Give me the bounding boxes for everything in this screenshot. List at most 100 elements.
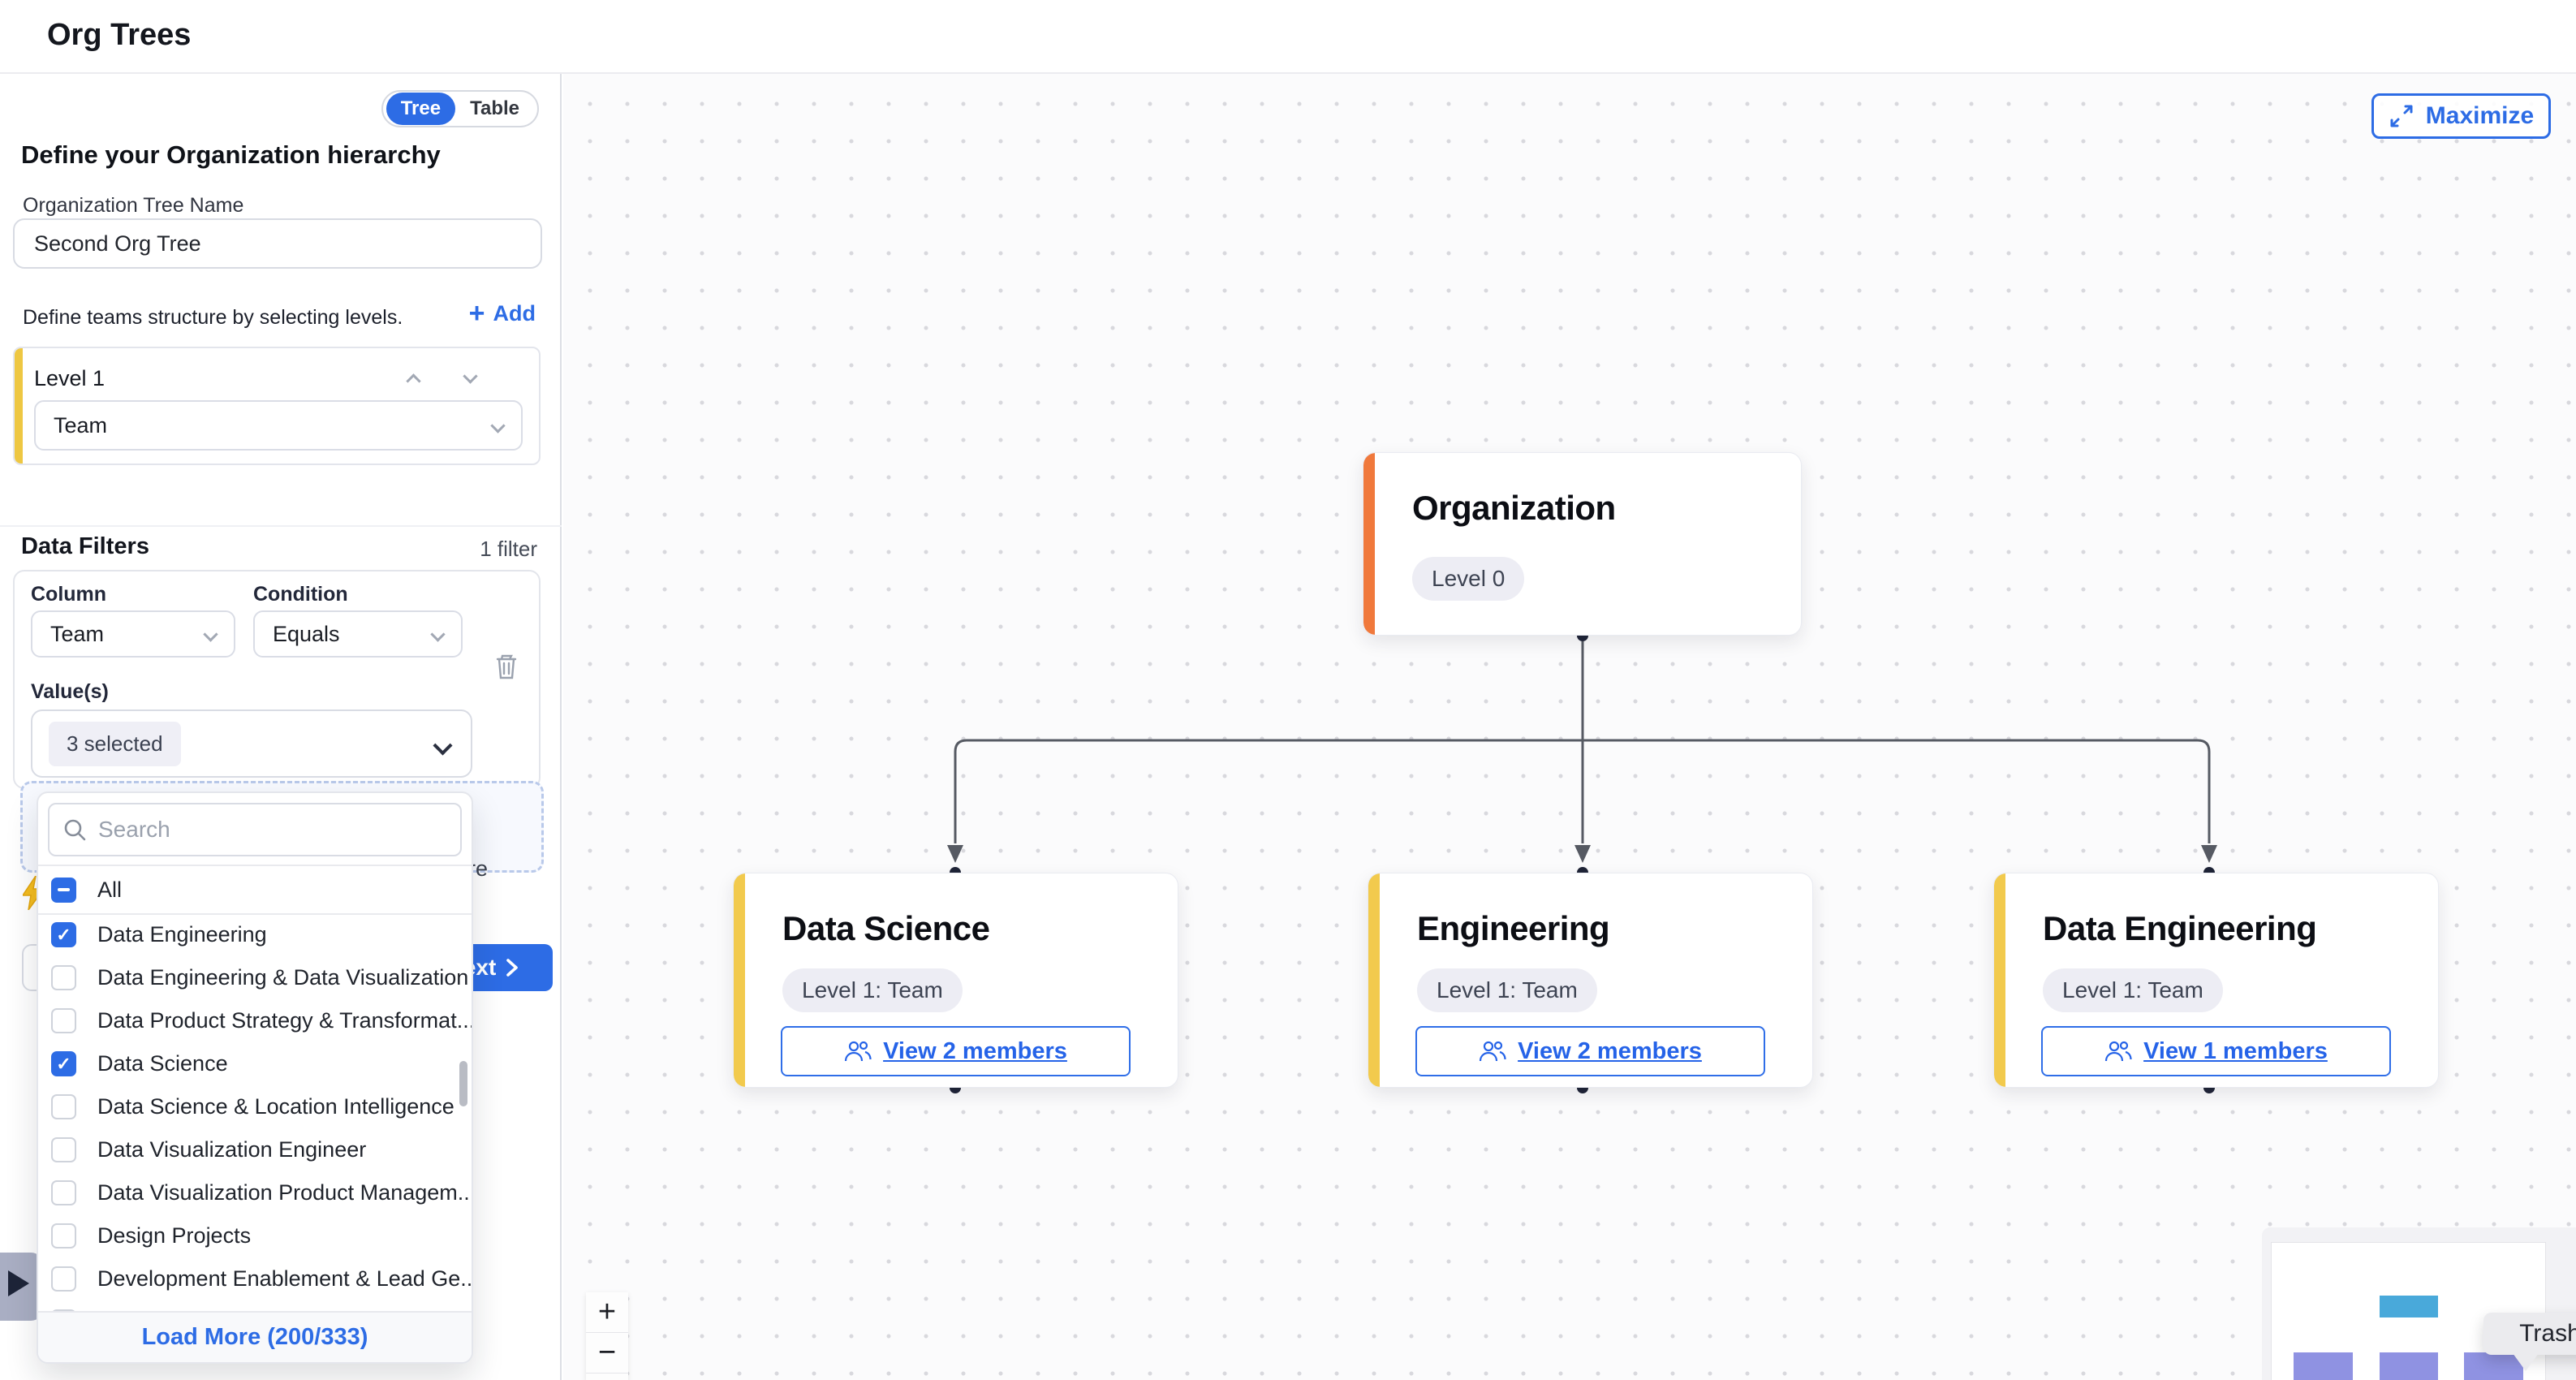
values-label: Value(s) — [31, 680, 109, 703]
condition-value: Equals — [273, 621, 340, 646]
view-members-button[interactable]: View 2 members — [1415, 1026, 1765, 1076]
values-select[interactable]: 3 selected — [31, 709, 472, 778]
node-engineering[interactable]: Engineering Level 1: Team View 2 members — [1368, 873, 1813, 1088]
members-icon — [1480, 1041, 1506, 1062]
chevron-down-icon — [430, 626, 446, 642]
list-item[interactable]: Data Engineering & Data Visualization — [38, 956, 472, 999]
unchecked-checkbox-icon[interactable] — [51, 1180, 76, 1205]
unchecked-checkbox-icon[interactable] — [51, 1094, 76, 1119]
divider — [38, 865, 472, 866]
play-triangle-icon — [8, 1270, 29, 1296]
node-level-badge: Level 0 — [1412, 557, 1525, 601]
column-value: Team — [50, 621, 105, 646]
checked-checkbox-icon[interactable]: ✓ — [51, 1051, 76, 1076]
option-label: Development Enablement & Lead Ge... — [97, 1266, 472, 1291]
toggle-table[interactable]: Table — [470, 97, 519, 119]
chevron-down-icon — [433, 735, 453, 756]
node-accent-bar — [1368, 873, 1380, 1087]
indeterminate-checkbox-icon[interactable] — [51, 877, 76, 903]
view-toggle[interactable]: Tree Table — [381, 90, 539, 127]
column-label: Column — [31, 583, 107, 606]
view-members-label: View 2 members — [1518, 1037, 1702, 1064]
node-title: Organization — [1412, 489, 1616, 527]
minimap-node-data-science — [2294, 1352, 2353, 1380]
level-accent-bar — [15, 348, 23, 464]
level-type-select[interactable]: Team — [34, 400, 523, 451]
condition-label: Condition — [253, 583, 348, 606]
search-placeholder: Search — [98, 817, 170, 842]
zoom-controls: + − — [586, 1292, 628, 1380]
search-icon — [64, 819, 86, 841]
chevron-right-icon — [506, 959, 519, 977]
node-organization[interactable]: Organization Level 0 — [1363, 452, 1802, 636]
level-title: Level 1 — [34, 366, 106, 390]
option-label: Data Visualization Engineer — [97, 1137, 367, 1162]
load-more-row[interactable]: Load More (200/333) — [38, 1311, 472, 1362]
list-item[interactable]: Design Projects — [38, 1214, 472, 1257]
toggle-tree[interactable]: Tree — [386, 93, 456, 125]
unchecked-checkbox-icon[interactable] — [51, 1008, 76, 1033]
node-data-engineering[interactable]: Data Engineering Level 1: Team View 1 me… — [1993, 873, 2439, 1088]
divider — [38, 913, 472, 915]
node-level-badge: Level 1: Team — [1417, 968, 1597, 1012]
list-item[interactable]: Development Enablement & Lead Ge... — [38, 1257, 472, 1300]
option-label: Data Engineering — [97, 922, 267, 947]
unchecked-checkbox-icon[interactable] — [51, 1223, 76, 1248]
load-more-link[interactable]: Load More (200/333) — [141, 1324, 368, 1350]
maximize-label: Maximize — [2425, 102, 2535, 129]
maximize-button[interactable]: Maximize — [2371, 93, 2551, 139]
zoom-out-button[interactable]: − — [586, 1333, 628, 1374]
trash-tooltip: Trash — [2483, 1313, 2576, 1371]
list-item[interactable]: Data Product Strategy & Transformat... — [38, 999, 472, 1042]
node-accent-bar — [734, 873, 745, 1087]
tree-edges — [947, 630, 2217, 1093]
members-icon — [845, 1041, 872, 1062]
option-label: Data Science — [97, 1051, 228, 1076]
scrollbar-thumb[interactable] — [459, 1061, 467, 1106]
view-members-button[interactable]: View 1 members — [2041, 1026, 2391, 1076]
add-level-button[interactable]: + Add — [469, 300, 536, 327]
node-title: Engineering — [1417, 909, 1610, 947]
app-header: Org Trees — [0, 0, 2576, 74]
condition-select[interactable]: Equals — [253, 610, 463, 658]
sidebar-heading: Define your Organization hierarchy — [21, 140, 441, 169]
unchecked-checkbox-icon[interactable] — [51, 965, 76, 990]
option-label: Data Engineering & Data Visualization — [97, 965, 469, 990]
minimap[interactable] — [2262, 1227, 2576, 1380]
filter-card: Column Condition Team Equals Value(s) 3 … — [13, 570, 541, 789]
sidebar: Tree Table Define your Organization hier… — [0, 74, 562, 1380]
list-item[interactable]: ✓ Data Science — [38, 1042, 472, 1085]
members-icon — [2105, 1041, 2132, 1062]
list-item[interactable]: Data Visualization Engineer — [38, 1128, 472, 1171]
node-title: Data Science — [782, 909, 990, 947]
unchecked-checkbox-icon[interactable] — [51, 1137, 76, 1162]
org-tree-canvas[interactable]: Maximize Organization Level 0 Data Scien… — [563, 74, 2576, 1380]
option-label: Data Visualization Product Managem... — [97, 1180, 472, 1205]
zoom-in-button[interactable]: + — [586, 1292, 628, 1333]
plus-icon: + — [468, 298, 485, 329]
view-members-label: View 2 members — [883, 1037, 1067, 1064]
lightning-icon — [23, 876, 44, 910]
list-item[interactable]: Data Science & Location Intelligence — [38, 1085, 472, 1128]
node-accent-bar — [1363, 453, 1375, 635]
unchecked-checkbox-icon[interactable] — [51, 1266, 76, 1292]
chevron-down-icon[interactable] — [463, 369, 478, 384]
delete-filter-trash-icon[interactable] — [495, 653, 518, 680]
expand-icon — [2390, 105, 2413, 127]
list-item[interactable]: ✓ Data Engineering — [38, 913, 472, 956]
tree-name-input[interactable] — [13, 218, 542, 269]
option-label: Design Projects — [97, 1223, 252, 1248]
fit-view-button[interactable] — [586, 1374, 628, 1380]
checked-checkbox-icon[interactable]: ✓ — [51, 922, 76, 947]
node-data-science[interactable]: Data Science Level 1: Team View 2 member… — [733, 873, 1178, 1088]
list-item[interactable]: Data Visualization Product Managem... — [38, 1171, 472, 1214]
chevron-up-icon[interactable] — [406, 373, 421, 389]
dropdown-search[interactable]: Search — [48, 803, 462, 856]
view-members-button[interactable]: View 2 members — [781, 1026, 1131, 1076]
node-accent-bar — [1994, 873, 2005, 1087]
minimap-viewport — [2271, 1242, 2546, 1380]
select-all-row[interactable]: All — [38, 866, 472, 913]
level-type-value: Team — [54, 412, 108, 438]
tree-name-label: Organization Tree Name — [23, 194, 244, 217]
column-select[interactable]: Team — [31, 610, 235, 658]
